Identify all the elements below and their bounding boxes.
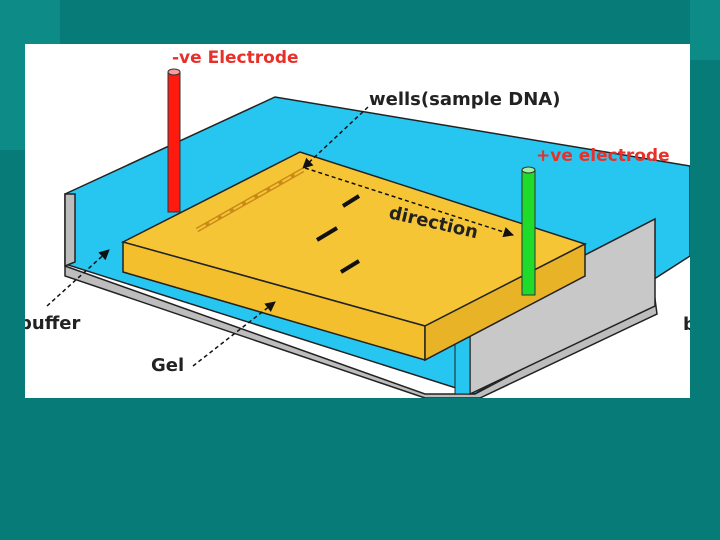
- wells-pointer-arrow: [302, 106, 369, 169]
- tray-left-wall: [64, 193, 76, 268]
- positive-electrode-label: +ve electrode: [536, 146, 670, 166]
- gel-electrophoresis-diagram: -ve Electrode wells(sample DNA) +ve elec…: [25, 48, 690, 398]
- gel-pointer-arrow: [192, 301, 276, 367]
- gel-label: Gel: [151, 355, 184, 376]
- edge-letter-label: b: [683, 314, 690, 335]
- buffer-label: buffer: [25, 313, 80, 334]
- tray-front-wall: [64, 264, 658, 398]
- negative-electrode: [167, 71, 181, 213]
- wells-row: [195, 167, 305, 233]
- dna-band: [341, 194, 361, 208]
- wells-label: wells(sample DNA): [369, 89, 560, 110]
- dna-band: [315, 226, 339, 242]
- dna-band: [339, 259, 361, 274]
- positive-electrode-cap: [521, 166, 536, 174]
- positive-electrode: [521, 169, 536, 296]
- gel-electrophoresis-figure: -ve Electrode wells(sample DNA) +ve elec…: [25, 44, 690, 398]
- direction-arrow: [304, 167, 514, 238]
- negative-electrode-label: -ve Electrode: [172, 48, 299, 68]
- negative-electrode-cap: [167, 68, 181, 76]
